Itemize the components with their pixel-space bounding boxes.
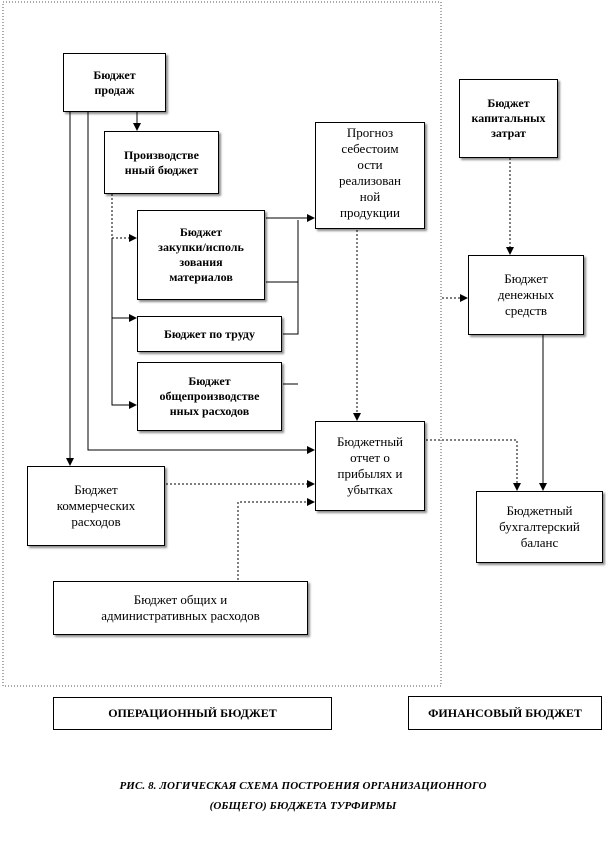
operational-budget-label: ОПЕРАЦИОННЫЙ БЮДЖЕТ [53,697,332,730]
admin-budget-box: Бюджет общих и административных расходов [53,581,308,635]
operational-frame [2,1,442,687]
arrow-production-overhead [111,318,137,409]
production-budget-box: Производстве нный бюджет [104,131,219,194]
cash-budget-box: Бюджет денежных средств [468,255,584,335]
arrow-production-materials [111,194,137,242]
cost-forecast-box: Прогноз себестоим ости реализован ной пр… [315,122,425,229]
materials-budget-box: Бюджет закупки/исполь зования материалов [137,210,265,300]
arrow-admin-pnl [237,498,315,580]
pnl-report-box: Бюджетный отчет о прибылях и убытках [315,421,425,511]
commercial-budget-box: Бюджет коммерческих расходов [27,466,165,546]
arrow-sales-pnl [87,112,315,454]
balance-sheet-box: Бюджетный бухгалтерский баланс [476,491,603,563]
financial-budget-label: ФИНАНСОВЫЙ БЮДЖЕТ [408,696,602,730]
labor-budget-box: Бюджет по труду [137,316,282,352]
sales-budget-box: Бюджет продаж [63,53,166,112]
capex-budget-box: Бюджет капитальных затрат [459,79,558,158]
arrow-pnl-balance [426,439,521,491]
line-labor-forecast [283,220,299,335]
arrow-production-labor [111,238,137,322]
figure-caption: РИС. 8. ЛОГИЧЕСКАЯ СХЕМА ПОСТРОЕНИЯ ОРГА… [119,780,487,812]
overhead-budget-box: Бюджет общепроизводстве нных расходов [137,362,282,431]
